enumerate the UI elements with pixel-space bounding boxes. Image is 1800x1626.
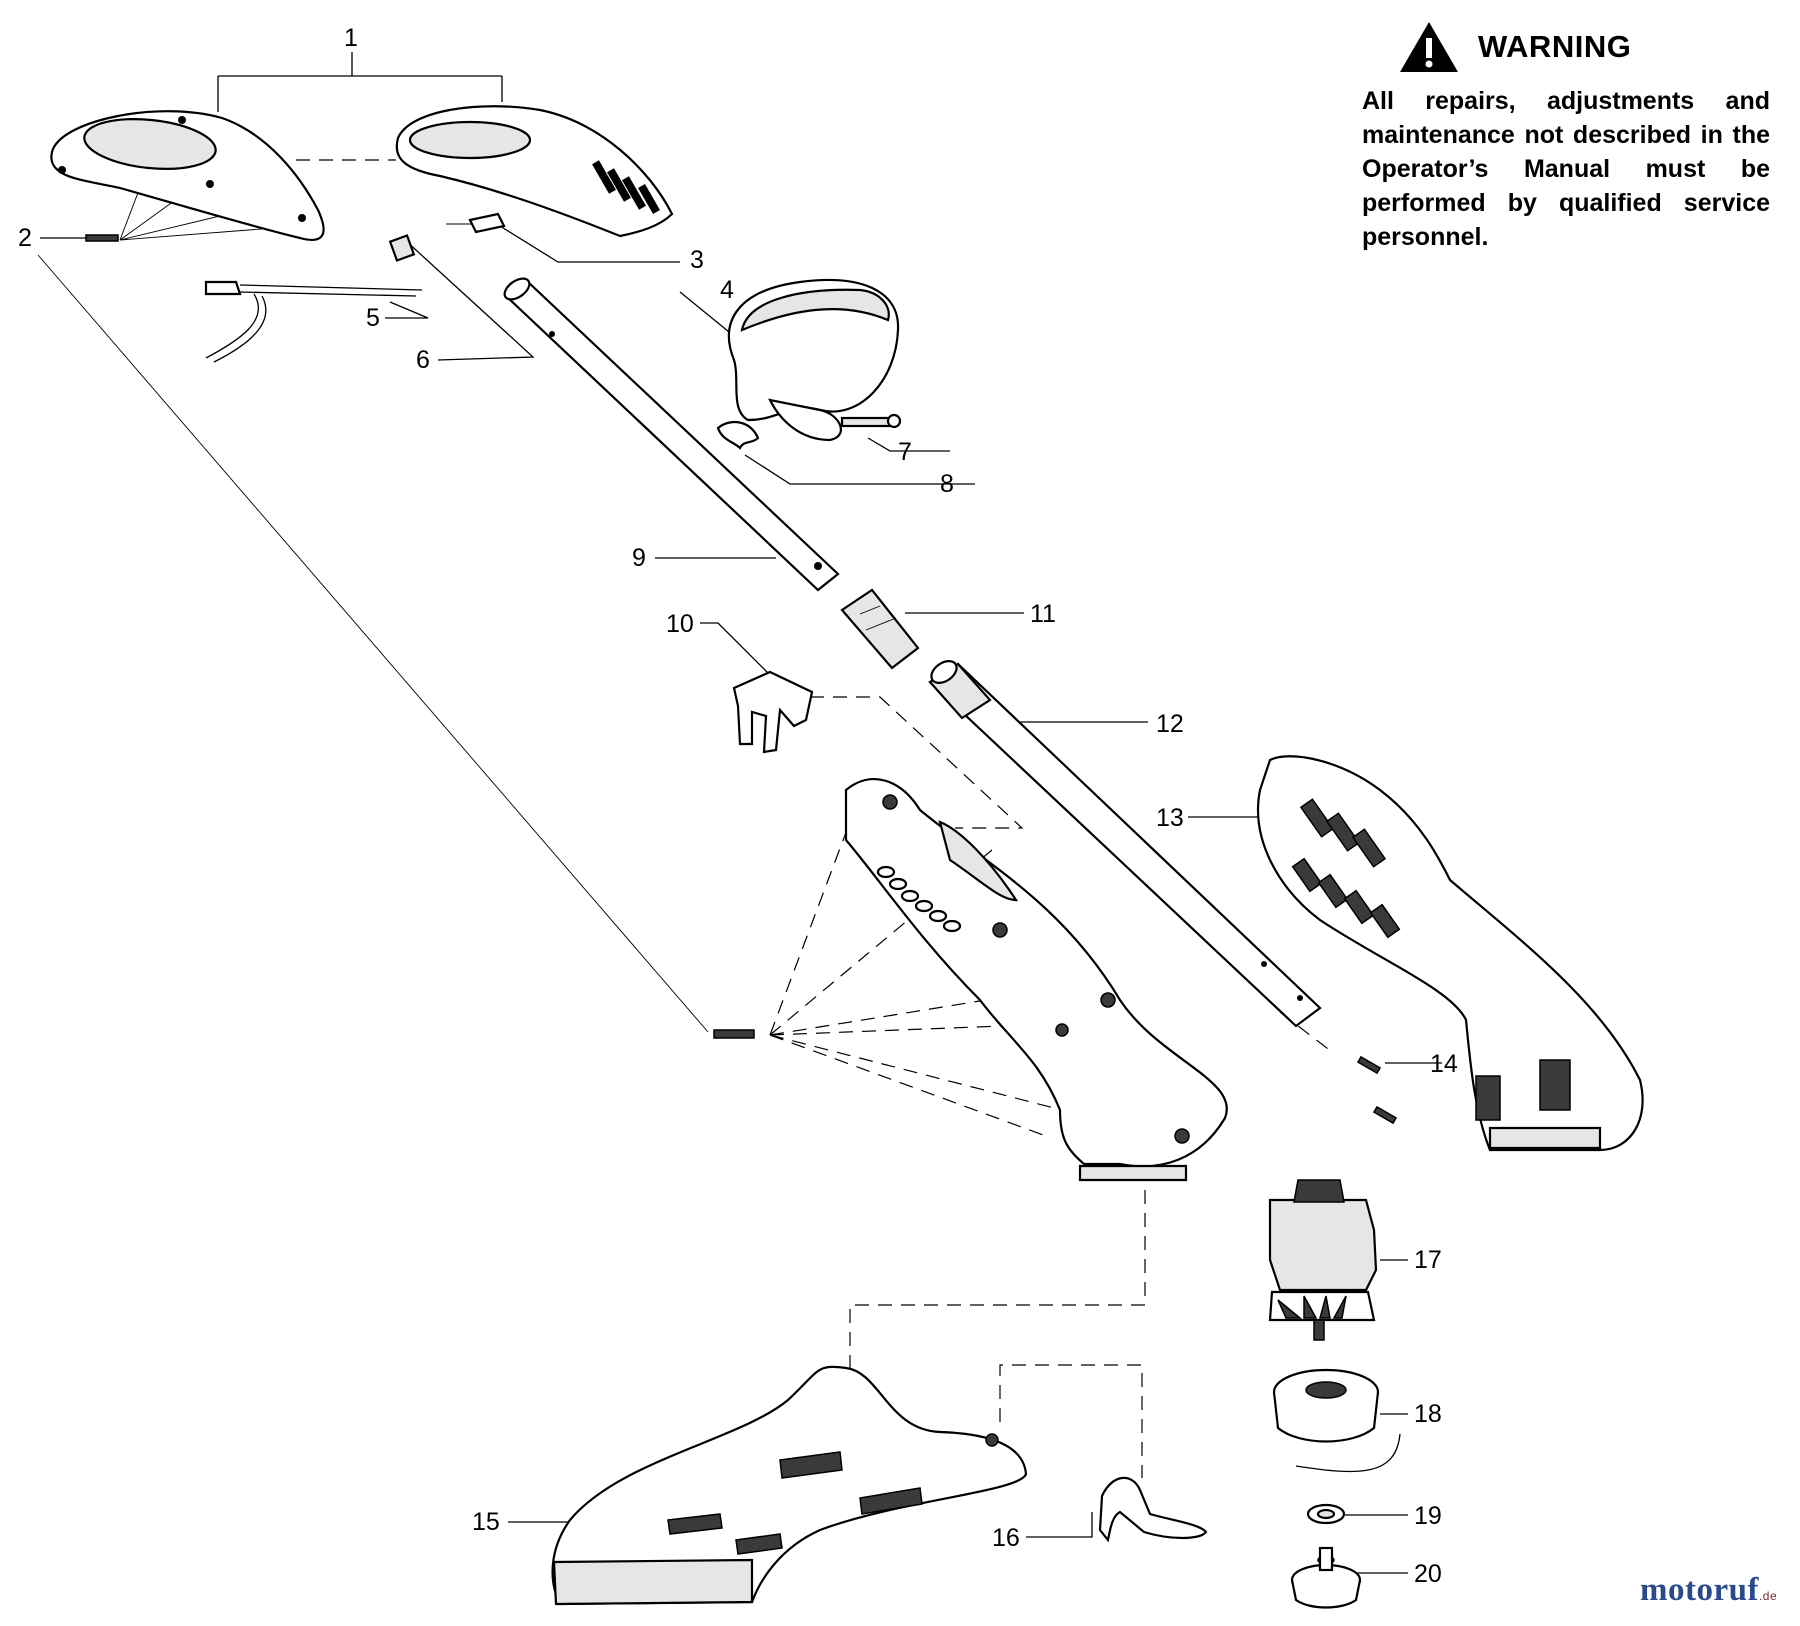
warning-title: WARNING <box>1478 29 1632 64</box>
callout-9: 9 <box>632 544 646 572</box>
part-upper-tube <box>503 277 840 592</box>
callout-17: 17 <box>1414 1246 1442 1274</box>
part-switch <box>388 234 416 262</box>
callout-12: 12 <box>1156 710 1184 738</box>
callout-14: 14 <box>1430 1050 1458 1078</box>
watermark-logo: motoruf.de <box>1640 1572 1777 1609</box>
part-screw-lower <box>713 1029 755 1039</box>
part-tube-clip <box>732 670 814 754</box>
callout-3: 3 <box>690 246 704 274</box>
part-spool <box>1272 1368 1401 1473</box>
part-lower-tube <box>928 659 1322 1028</box>
assembly-lines <box>37 52 1442 1574</box>
watermark-suffix: .de <box>1758 1589 1778 1603</box>
callout-1: 1 <box>344 24 358 52</box>
callout-11: 11 <box>1030 600 1056 628</box>
callout-16: 16 <box>992 1524 1020 1552</box>
part-handle-right-half <box>395 105 674 238</box>
warning-panel: WARNING All repairs, adjustments and mai… <box>1362 20 1770 254</box>
part-spool-knob <box>1290 1546 1362 1609</box>
part-tube-coupler <box>840 588 920 670</box>
callout-6: 6 <box>416 346 430 374</box>
part-motor-housing-right <box>1257 755 1644 1152</box>
part-screw-upper <box>85 234 119 242</box>
part-motor-housing-left <box>844 778 1228 1182</box>
part-guard <box>551 1365 1028 1606</box>
part-wing-nut <box>716 420 760 450</box>
part-power-cord <box>204 280 423 363</box>
callout-labels: 1 2 3 4 5 6 7 8 9 10 11 12 13 14 15 16 1… <box>18 24 1458 1588</box>
callout-18: 18 <box>1414 1400 1442 1428</box>
part-bolt <box>840 413 902 429</box>
callout-5: 5 <box>366 304 380 332</box>
callout-10: 10 <box>666 610 694 638</box>
part-washer <box>1306 1503 1346 1525</box>
callout-19: 19 <box>1414 1502 1442 1530</box>
callout-7: 7 <box>898 438 912 466</box>
watermark-brand: motoruf <box>1640 1572 1759 1608</box>
part-switch-trigger <box>446 212 506 234</box>
part-guard-clip <box>1098 1476 1208 1543</box>
warning-header: WARNING <box>1398 20 1770 74</box>
callout-4: 4 <box>720 276 734 304</box>
warning-text: All repairs, adjustments and maintenance… <box>1362 87 1770 251</box>
part-handle-left-half <box>50 110 325 241</box>
part-screws-small <box>1356 1055 1398 1125</box>
part-motor <box>1268 1179 1378 1341</box>
callout-13: 13 <box>1156 804 1184 832</box>
callout-2: 2 <box>18 224 32 252</box>
callout-15: 15 <box>472 1508 500 1536</box>
callout-8: 8 <box>940 470 954 498</box>
callout-20: 20 <box>1414 1560 1442 1588</box>
part-assist-handle <box>728 278 900 442</box>
warning-triangle-icon <box>1400 22 1458 72</box>
